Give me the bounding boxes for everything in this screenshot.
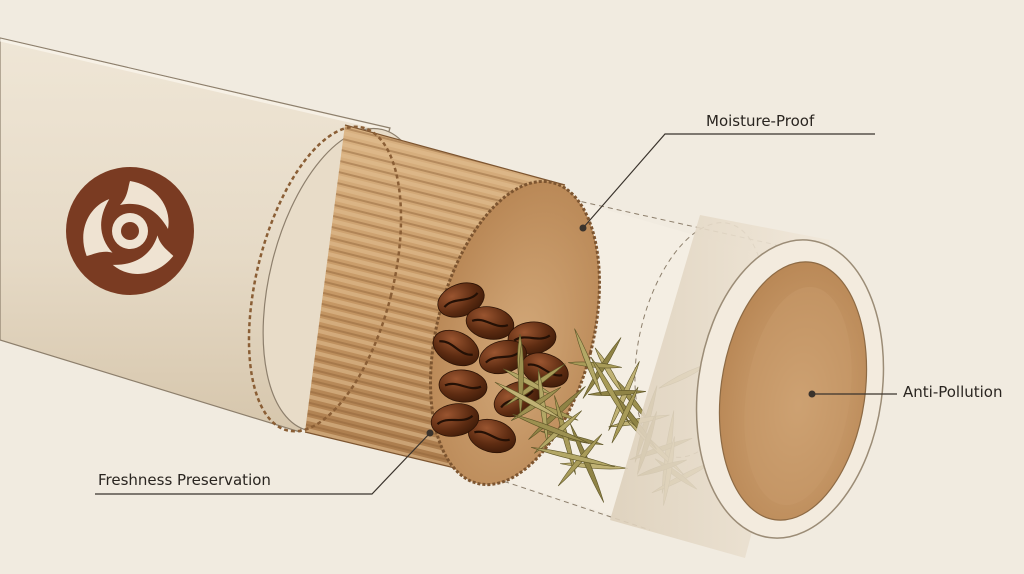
- swirl-logo-icon: [66, 167, 194, 295]
- tea-leaf: [608, 361, 640, 431]
- coffee-bean: [479, 339, 527, 375]
- coffee-bean: [437, 282, 485, 318]
- coffee-bean: [465, 306, 515, 340]
- tea-leaf: [569, 423, 605, 503]
- tea-leaf: [611, 386, 639, 444]
- anti-pollution-label: Anti-Pollution: [903, 383, 1003, 401]
- tube-end-cap: [610, 215, 885, 558]
- callout-lines: [95, 133, 897, 495]
- coffee-bean: [430, 403, 480, 437]
- tea-leaf: [512, 414, 590, 444]
- freshness-pointer: [426, 429, 434, 437]
- moisture-proof-label: Moisture-Proof: [706, 112, 815, 130]
- coffee-bean: [438, 369, 488, 403]
- anti-pollution-pointer: [808, 390, 816, 398]
- moisture-proof-pointer: [579, 224, 587, 232]
- tea-leaf: [494, 381, 564, 421]
- tea-leaf: [531, 447, 615, 467]
- coffee-bean: [432, 329, 480, 367]
- tea-leaf: [587, 389, 647, 397]
- freshness-preservation-label: Freshness Preservation: [98, 471, 271, 489]
- tea-leaf: [574, 328, 602, 396]
- tea-leaf: [590, 356, 630, 424]
